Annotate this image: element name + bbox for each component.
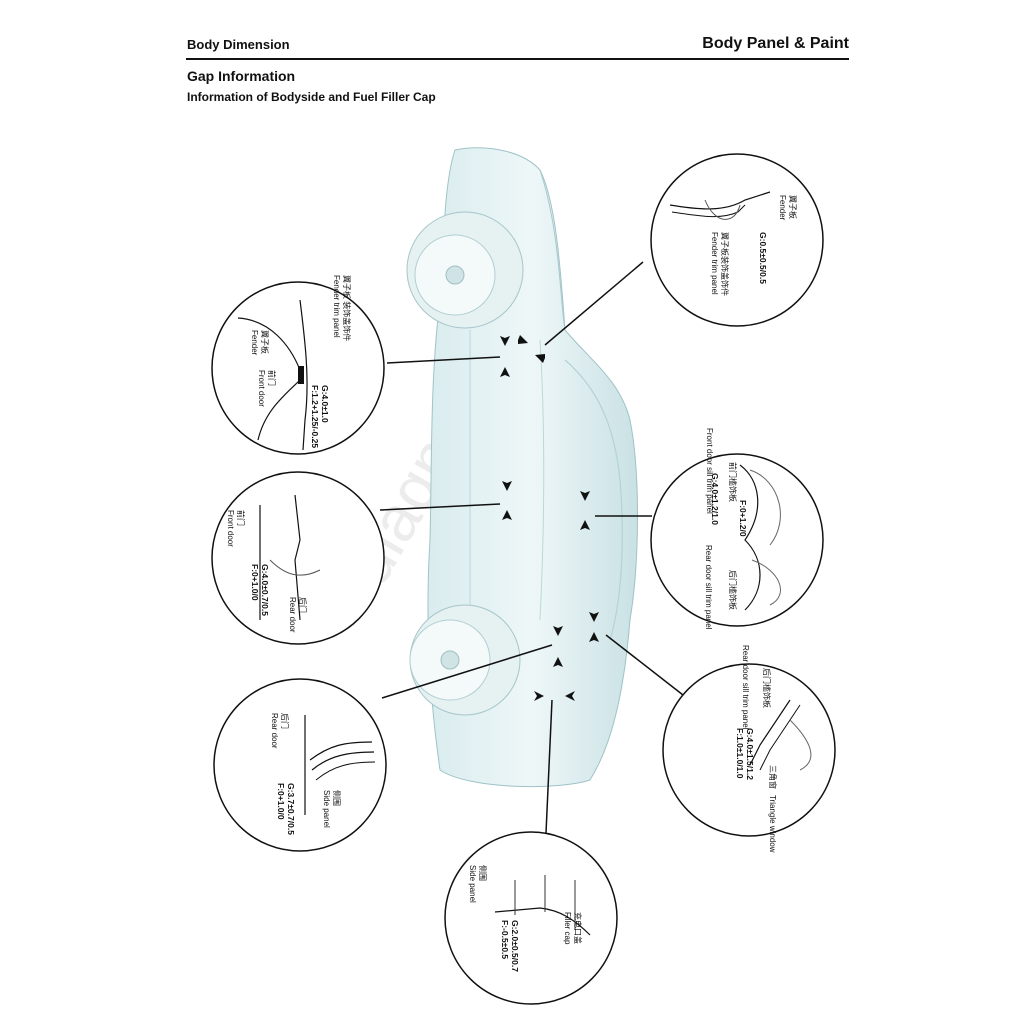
sill-trim-part-a-en: Front door sill trim panel xyxy=(705,428,714,514)
section-title: Gap Information xyxy=(187,68,296,84)
front-rear-door-part-a-en: Front door xyxy=(226,510,235,547)
sill-trim-gap: G:4.0±1.2/1.0 xyxy=(710,473,720,525)
callout-fender-front-door: 翼子板 装饰盖饰件 Fender trim panel 翼子板 Fender 前… xyxy=(211,275,385,455)
fender-hood-gap: G:0.5±0.5/0.5 xyxy=(758,232,768,284)
callout-sill-trim: 前门槛饰板 Front door sill trim panel G:4.0±1… xyxy=(650,428,824,630)
front-rear-door-part-b-en: Rear door xyxy=(288,597,297,633)
rear-door-side-panel-part-a: 后门 xyxy=(280,713,290,729)
rear-door-side-panel-gap: G:3.7±0.7/0.5 xyxy=(286,783,296,835)
fuel-filler-part-b-en: Filler cap xyxy=(563,912,572,945)
car-illustration xyxy=(406,147,638,788)
rear-door-side-panel-flush: F:0+1.0/0 xyxy=(276,783,286,820)
fender-front-door-part-b: 翼子板 xyxy=(260,330,270,354)
rear-door-side-panel-part-a-en: Rear door xyxy=(270,713,279,749)
front-rear-door-gap: G:4.0±0.7/0.5 xyxy=(260,564,270,616)
fuel-filler-part-a: 侧围 xyxy=(478,865,488,881)
callout-fuel-filler: 侧围 Side panel 充电口盖 Filler cap G:2.0±0.5/… xyxy=(444,831,618,1005)
triangle-window-part-a: 后门槛饰板 xyxy=(762,668,772,708)
fuel-filler-flush: F:-0.5±0.5 xyxy=(500,920,510,959)
rear-door-side-panel-part-b-en: Side panel xyxy=(322,790,331,828)
leader-lines xyxy=(379,261,684,834)
callout-triangle-window: 后门槛饰板 Rear door sill trim panel G:4.0±1.… xyxy=(662,645,836,853)
header-right-title: Body Panel & Paint xyxy=(702,35,849,52)
header-left-title: Body Dimension xyxy=(187,37,290,52)
sill-trim-part-b-en: Rear door sill trim panel xyxy=(704,545,713,630)
fender-hood-part-b: 翼子板装饰盖饰件 xyxy=(720,232,730,296)
front-rear-door-part-b: 后门 xyxy=(298,597,308,613)
fender-front-door-part-c-en: Front door xyxy=(257,370,266,407)
fender-front-door-part-c: 前门 xyxy=(267,370,277,386)
fender-front-door-part-b-en: Fender xyxy=(250,330,259,356)
front-rear-door-flush: F:0+1.0/0 xyxy=(250,564,260,601)
fender-front-door-part-a: 翼子板 装饰盖饰件 xyxy=(342,275,352,341)
fender-hood-part-b-en: Fender trim panel xyxy=(710,232,719,295)
triangle-window-part-a-en: Rear door sill trim panel xyxy=(741,645,750,730)
header-divider xyxy=(186,58,849,60)
sill-trim-part-a: 前门槛饰板 xyxy=(728,462,738,502)
triangle-window-part-b: 三角窗 xyxy=(768,765,778,789)
front-wheel xyxy=(406,211,524,329)
callout-front-rear-door: 前门 Front door 后门 Rear door G:4.0±0.7/0.5… xyxy=(211,471,385,645)
front-rear-door-part-a: 前门 xyxy=(236,510,246,526)
sill-trim-flush: F:0+1.2/0 xyxy=(738,500,748,537)
callout-fender-hood: 翼子板 Fender G:0.5±0.5/0.5 翼子板装饰盖饰件 Fender… xyxy=(650,153,824,327)
section-subtitle: Information of Bodyside and Fuel Filler … xyxy=(187,90,436,104)
triangle-window-flush: F:1.0±1.0/1.0 xyxy=(735,728,745,779)
callout-rear-door-side-panel: 后门 Rear door 侧围 Side panel G:3.7±0.7/0.5… xyxy=(213,678,387,852)
gap-arrows xyxy=(500,335,599,701)
fender-hood-part-a-en: Fender xyxy=(778,195,787,221)
sill-trim-part-b: 后门槛饰板 xyxy=(728,570,738,610)
fender-front-door-flush: F:1.2+1.25/-0.25 xyxy=(310,385,320,448)
fender-front-door-part-a-en: Fender trim panel xyxy=(332,275,341,338)
rear-wheel xyxy=(409,604,521,716)
fuel-filler-part-a-en: Side panel xyxy=(468,865,477,903)
fender-front-door-gap: G:4.0±1.0 xyxy=(320,385,330,423)
triangle-window-gap: G:4.0±1.5/1.2 xyxy=(745,728,755,780)
fender-hood-part-a: 翼子板 xyxy=(788,195,798,219)
fuel-filler-part-b: 充电口盖 xyxy=(573,912,583,944)
triangle-window-part-b-en: Triangle window xyxy=(768,795,777,853)
fuel-filler-gap: G:2.0±0.5/0.7 xyxy=(510,920,520,972)
rear-door-side-panel-part-b: 侧围 xyxy=(332,790,342,806)
